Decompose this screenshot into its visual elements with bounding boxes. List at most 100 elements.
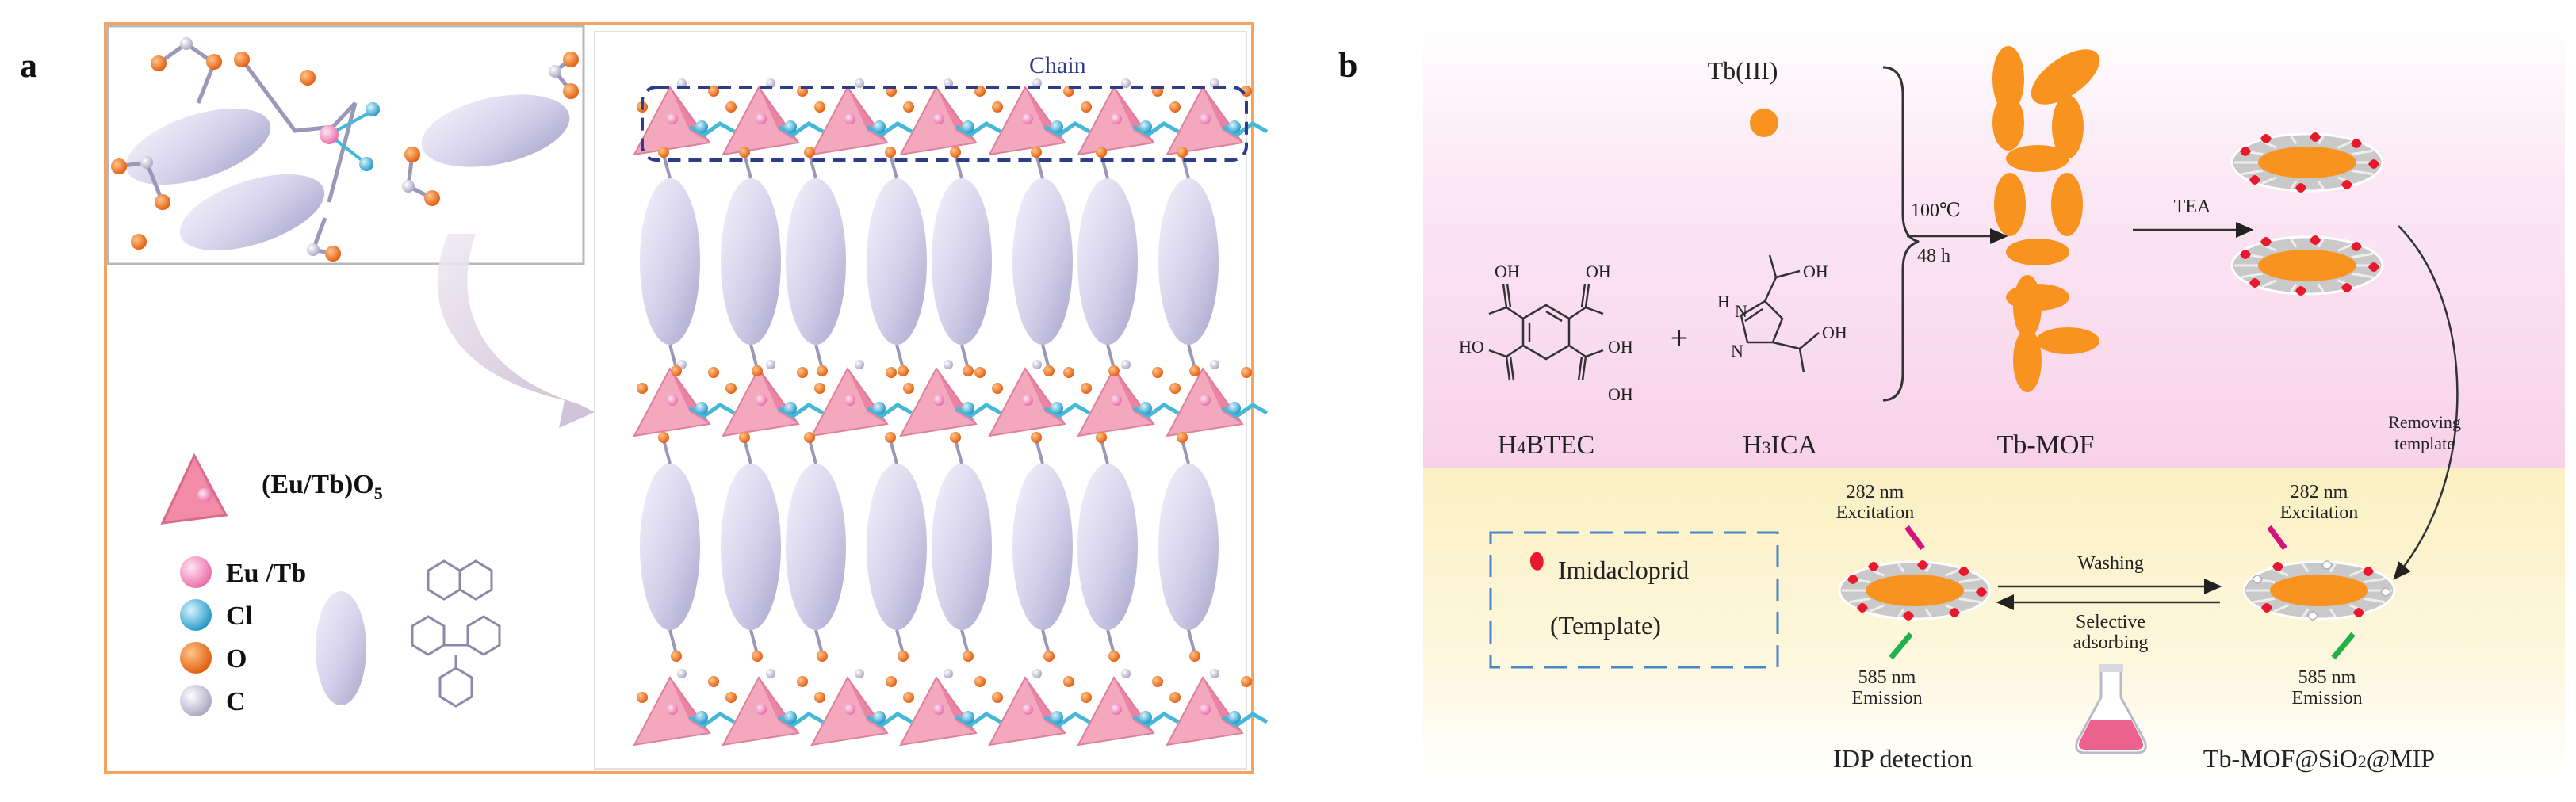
imidacloprid-molecule	[1976, 587, 1987, 597]
ligand-ellipse	[867, 464, 927, 630]
emission-right-label: Emission	[2291, 688, 2362, 708]
imidacloprid-molecule	[2272, 562, 2283, 571]
imidacloprid-molecule	[1903, 611, 1914, 621]
imidacloprid-label: Imidacloprid	[1558, 556, 1689, 584]
ligand-ellipse	[1077, 464, 1138, 630]
h3ica-n1: N	[1735, 301, 1747, 321]
h4btec-oh-1: OH	[1495, 262, 1520, 281]
ligand-ellipse	[932, 464, 992, 630]
mof-core	[1866, 575, 1964, 606]
atom-legend-label: C	[226, 687, 246, 716]
ligand-ellipse	[1158, 464, 1219, 630]
ligand-ellipse	[1012, 178, 1073, 345]
ligand-ellipse	[640, 464, 700, 630]
imidacloprid-molecule	[2295, 286, 2306, 296]
atom-legend-dot	[180, 599, 212, 631]
ligand-ellipse	[1012, 464, 1073, 630]
imidacloprid-molecule	[2351, 139, 2362, 148]
ligand-ellipse	[721, 464, 781, 630]
transition-arrow	[437, 234, 595, 428]
h4btec-oh-4: OH	[1608, 384, 1633, 404]
tea-label: TEA	[2174, 197, 2211, 217]
imidacloprid-molecule	[2368, 159, 2379, 169]
imidacloprid-molecule	[1917, 560, 1928, 570]
framework-structure: Chain	[594, 31, 1269, 770]
imidacloprid-molecule	[2260, 237, 2272, 246]
plus-sign: +	[1671, 320, 1689, 356]
synthesis-band	[1423, 24, 2565, 468]
imidacloprid-molecule	[2353, 608, 2364, 617]
imidacloprid-molecule	[1868, 562, 1879, 571]
ligand-ellipse	[786, 178, 846, 345]
imidacloprid-molecule	[1857, 603, 1868, 613]
ligand-ellipse	[1158, 178, 1219, 345]
imidacloprid-molecule	[2310, 132, 2321, 142]
template-label: (Template)	[1550, 611, 1661, 640]
imidacloprid-icon	[1529, 552, 1544, 571]
emission-right-nm: 585 nm	[2298, 667, 2356, 688]
ligand-ellipse	[932, 178, 992, 345]
imidacloprid-molecule	[2240, 250, 2251, 259]
ligand-ellipse	[721, 178, 781, 345]
atom-legend-label: Eu /Tb	[226, 559, 306, 588]
reaction-brace	[1882, 66, 1920, 402]
excitation-left-ray	[1904, 525, 1925, 551]
excitation-left-nm: 282 nm	[1847, 482, 1904, 502]
h3ica-nh-h: H	[1717, 292, 1730, 311]
chain-highlight-box	[641, 86, 1248, 162]
ligand-skeleton-icon	[411, 559, 501, 708]
flask-icon	[2075, 664, 2147, 754]
h4btec-label: H4BTEC	[1498, 430, 1594, 460]
product-label: Tb-MOF@SiO2@MIP	[2203, 744, 2435, 773]
h3ica-label: H3ICA	[1743, 430, 1818, 460]
imidacloprid-molecule	[1949, 608, 1960, 617]
h3ica-structure	[1740, 254, 1820, 373]
removing-label-2: template	[2394, 433, 2455, 453]
excitation-right-ray	[2267, 525, 2287, 551]
idp-bound-particle	[1838, 560, 1992, 621]
h3ica-n2: N	[1731, 341, 1743, 361]
imidacloprid-molecule	[1847, 575, 1858, 584]
emission-left-label: Emission	[1851, 688, 1922, 708]
mof-core	[2258, 250, 2356, 281]
excitation-right-nm: 282 nm	[2291, 482, 2348, 502]
template-legend-box	[1489, 531, 1779, 669]
imidacloprid-molecule	[2341, 283, 2352, 292]
imidacloprid-molecule	[2295, 183, 2306, 193]
panel-a-letter: a	[20, 46, 37, 85]
h4btec-structure	[1488, 283, 1604, 381]
selective-label: Selective	[2076, 612, 2145, 632]
removing-label-1: Removing	[2388, 412, 2461, 432]
atom-legend-label: Cl	[226, 602, 253, 631]
mip-particles-with-template	[2230, 132, 2384, 296]
ligand-ellipse	[786, 464, 846, 630]
emission-right-ray	[2331, 632, 2356, 660]
ligand-ellipse	[867, 178, 927, 345]
h3ica-oh-2: OH	[1822, 323, 1847, 342]
panel-b-letter: b	[1338, 46, 1357, 85]
temp-label: 100℃	[1911, 200, 1961, 221]
imidacloprid-molecule	[2351, 242, 2362, 251]
imidacloprid-molecule	[2249, 278, 2260, 288]
tb-iii-label: Tb(III)	[1708, 56, 1778, 85]
adsorbing-label: adsorbing	[2073, 632, 2149, 653]
h3ica-oh-1: OH	[1803, 262, 1828, 281]
atom-legend-dot	[180, 685, 212, 716]
h4btec-oh-3: OH	[1608, 337, 1633, 357]
imidacloprid-molecule	[2363, 567, 2374, 576]
mof-core	[2270, 575, 2368, 606]
imidacloprid-molecule	[2240, 147, 2251, 156]
time-label: 48 h	[1917, 246, 1950, 266]
ligand-ellipse	[1077, 178, 1138, 345]
h4btec-oh-2: OH	[1586, 262, 1611, 281]
emission-left-ray	[1889, 632, 1913, 660]
imidacloprid-molecule	[1958, 567, 1969, 576]
emission-left-nm: 585 nm	[1858, 667, 1916, 688]
atom-legend-dot	[180, 556, 212, 588]
chain-label: Chain	[1029, 52, 1086, 78]
imidacloprid-molecule	[2310, 235, 2321, 245]
imidacloprid-molecule	[2249, 175, 2260, 185]
idp-detection-label: IDP detection	[1833, 744, 1973, 773]
